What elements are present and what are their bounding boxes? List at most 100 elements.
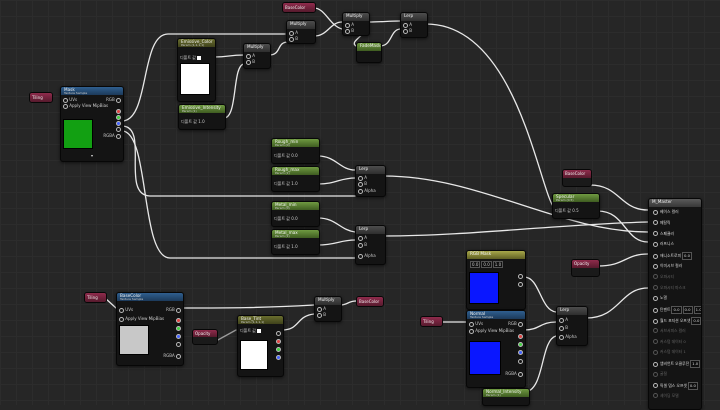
basecolor-setter[interactable]: BaseColor	[356, 296, 384, 307]
rough-max-value[interactable]: 디폴트 값 1.0	[274, 181, 298, 186]
emissive-intensity-value[interactable]: 디폴트 값 1.0	[181, 119, 205, 124]
pin-dot[interactable]	[358, 181, 363, 187]
b-channel-dot[interactable]	[518, 349, 523, 355]
pin-dot[interactable]	[559, 325, 564, 331]
opacity-getter-middle[interactable]: Opacity	[192, 329, 218, 345]
input-pin-dot[interactable]	[653, 371, 658, 377]
a-channel-dot[interactable]	[518, 358, 523, 364]
input-pin-dot[interactable]	[653, 361, 658, 367]
result-pin-row[interactable]: 커스텀 데이터 0	[653, 339, 686, 345]
specular-value[interactable]: 디폴트 값 0.5	[555, 208, 579, 213]
result-pin-row[interactable]: 오파시티	[653, 274, 674, 280]
pin-dot[interactable]	[63, 103, 68, 109]
result-pin-row[interactable]: 셰이딩 모델	[653, 393, 679, 399]
lerp-node-top[interactable]: Lerp A B	[400, 12, 428, 38]
tiling-getter-middle[interactable]: Tiling	[84, 292, 107, 303]
rgb-mask-b-box[interactable]: 1.0	[492, 261, 504, 268]
input-pin-dot[interactable]	[653, 220, 658, 226]
pin-dot[interactable]	[358, 175, 363, 181]
b-channel-dot[interactable]	[176, 333, 181, 339]
r-channel-dot[interactable]	[518, 333, 523, 339]
tiling-getter-bottom[interactable]: Tiling	[420, 316, 443, 327]
pin-dot[interactable]	[469, 328, 474, 334]
pin-dot[interactable]	[289, 30, 294, 36]
lerp-node-roughness[interactable]: Lerp A B Alpha	[355, 165, 386, 197]
input-pin-dot[interactable]	[653, 295, 658, 301]
pin-dot[interactable]	[403, 28, 408, 34]
result-pin-row[interactable]: 스페큘러	[653, 231, 674, 237]
result-pin-row[interactable]: 서브서피스 컬러	[653, 328, 686, 334]
input-pin-dot[interactable]	[653, 231, 658, 237]
result-pin-row[interactable]: 메탈릭	[653, 220, 670, 226]
pin-dot[interactable]	[559, 317, 564, 323]
tiling-getter-left[interactable]: Tiling	[29, 92, 53, 103]
pin-dot[interactable]	[559, 334, 564, 340]
result-pin-row[interactable]: 굴절	[653, 371, 667, 377]
pin-dot[interactable]	[63, 97, 68, 103]
result-value-box[interactable]: 0.0	[671, 306, 682, 315]
result-pin-row[interactable]: 러프니스	[653, 241, 674, 247]
result-value-box[interactable]: 1.0	[690, 360, 701, 369]
input-pin-dot[interactable]	[653, 209, 658, 215]
input-pin-dot[interactable]	[653, 339, 658, 345]
lerp-node-normal[interactable]: Lerp A B Alpha	[556, 306, 588, 346]
input-pin-dot[interactable]	[653, 263, 658, 269]
metal-min-value[interactable]: 디폴트 값 0.0	[274, 216, 298, 221]
result-value-box[interactable]: 0.0	[687, 381, 698, 390]
pin-dot[interactable]	[403, 22, 408, 28]
a-channel-dot[interactable]	[176, 341, 181, 347]
pin-dot[interactable]	[119, 307, 124, 313]
pin-dot[interactable]	[358, 242, 363, 248]
input-pin-dot[interactable]	[653, 393, 658, 399]
b-channel-dot[interactable]	[276, 354, 281, 360]
pin-dot[interactable]	[116, 97, 121, 103]
pin-dot[interactable]	[358, 188, 363, 194]
fadetex-node[interactable]: FadeMask	[356, 42, 382, 63]
r-channel-dot[interactable]	[276, 338, 281, 344]
pin-dot[interactable]	[518, 321, 523, 327]
metal-max-value[interactable]: 디폴트 값 1.0	[274, 244, 298, 249]
pin-dot[interactable]	[469, 321, 474, 327]
pin-dot[interactable]	[518, 281, 523, 287]
pin-dot[interactable]	[276, 330, 281, 336]
result-pin-row[interactable]: 이미시브 컬러	[653, 263, 682, 269]
g-channel-dot[interactable]	[518, 341, 523, 347]
input-pin-dot[interactable]	[653, 307, 658, 313]
basecolor-getter-right[interactable]: BaseColor	[562, 169, 592, 187]
a-channel-dot[interactable]	[116, 126, 121, 132]
b-channel-dot[interactable]	[116, 120, 121, 126]
multiply-node-c[interactable]: Multiply A B	[243, 43, 271, 69]
input-pin-dot[interactable]	[653, 253, 658, 259]
result-value-box[interactable]: 0.0	[691, 317, 701, 325]
result-pin-row[interactable]: 노멀	[653, 295, 667, 301]
pin-dot[interactable]	[246, 53, 251, 59]
pin-dot[interactable]	[358, 253, 363, 259]
result-value-box[interactable]: 0.0	[681, 252, 693, 261]
pin-dot[interactable]	[518, 371, 523, 377]
input-pin-dot[interactable]	[653, 383, 658, 389]
input-pin-dot[interactable]	[653, 285, 658, 291]
pin-dot[interactable]	[345, 28, 350, 34]
input-pin-dot[interactable]	[653, 241, 658, 247]
multiply-node-a[interactable]: Multiply A B	[286, 20, 316, 44]
pin-dot[interactable]	[317, 312, 322, 318]
pin-dot[interactable]	[518, 273, 523, 279]
